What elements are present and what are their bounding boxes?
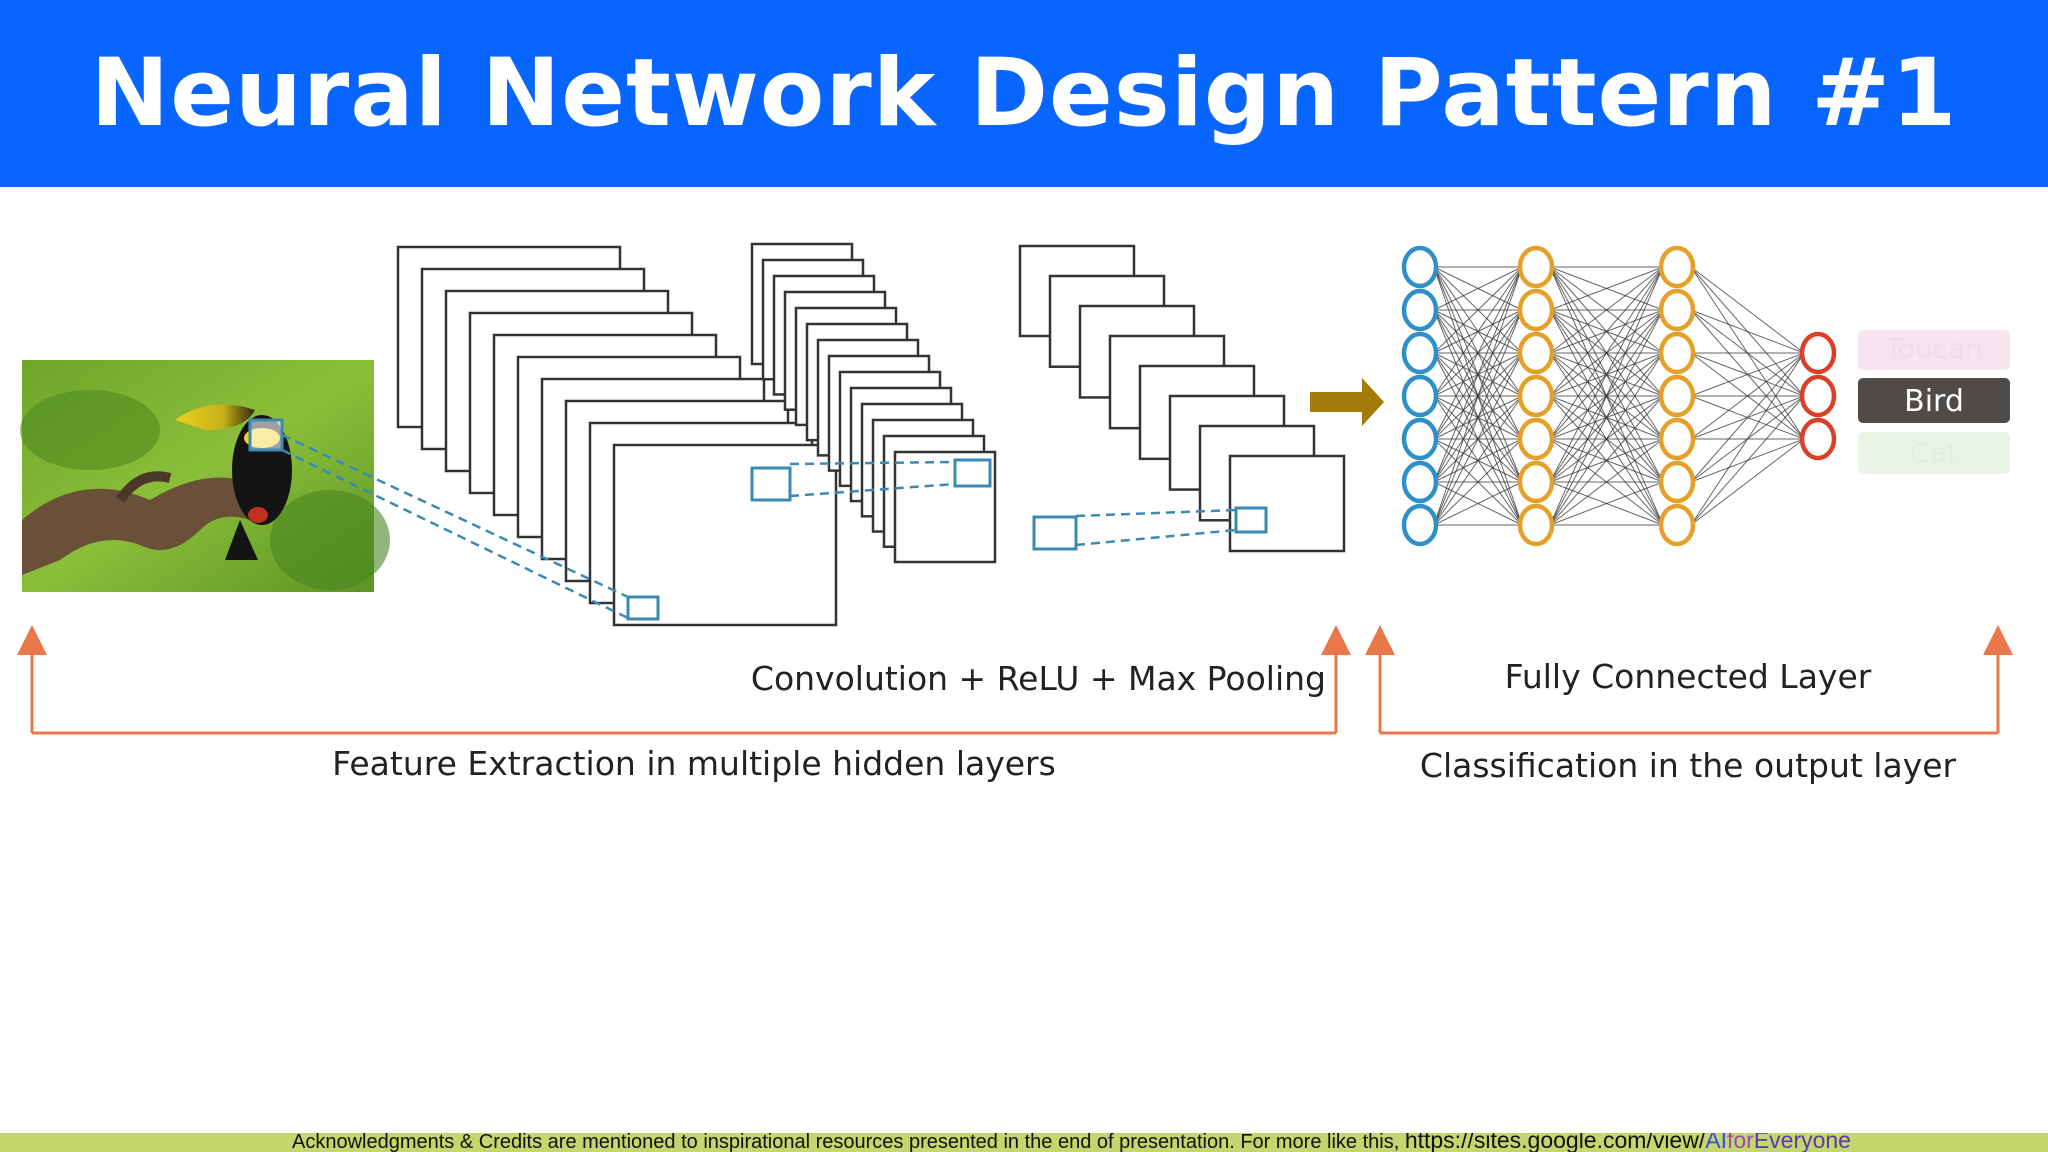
fc-connection — [1433, 266, 1523, 483]
input-neuron — [1401, 503, 1439, 547]
input-neuron — [1401, 460, 1439, 504]
fc-connection — [1433, 309, 1523, 526]
fc-connection — [1549, 266, 1664, 311]
fc-connection — [1690, 395, 1805, 526]
output-labels: Toucan Bird Cat — [1858, 330, 2010, 474]
input-image — [20, 360, 390, 592]
footer-link-ai[interactable]: AI — [1705, 1133, 1727, 1152]
fc-connection — [1690, 352, 1805, 440]
feature-extraction-bracket — [17, 625, 1351, 735]
footer-bar: Acknowledgments & Credits are mentioned … — [0, 1133, 2048, 1152]
fc-connection — [1549, 395, 1664, 526]
footer-link-prefix[interactable]: https://sites.google.com/view/ — [1404, 1133, 1706, 1152]
classification-bracket — [1365, 625, 2013, 735]
fc-connection — [1433, 266, 1523, 440]
fc-connection — [1549, 481, 1664, 526]
output-bird-label: Bird — [1904, 384, 1964, 419]
hidden-neuron — [1658, 374, 1696, 418]
fc-connection — [1433, 266, 1523, 526]
hidden-neuron — [1517, 503, 1555, 547]
fc-connection — [1433, 438, 1523, 526]
fc-connection — [1433, 266, 1523, 311]
footer-credits-text: Acknowledgments & Credits are mentioned … — [292, 1133, 1405, 1152]
feature-maps-layer-3 — [1018, 244, 1346, 553]
branch — [22, 471, 258, 575]
input-neuron — [1401, 245, 1439, 289]
hidden-neuron — [1517, 331, 1555, 375]
output-neuron — [1799, 417, 1837, 461]
output-cat-label: Cat — [1910, 436, 1958, 469]
feature-extraction-caption: Feature Extraction in multiple hidden la… — [332, 744, 1056, 783]
hidden-neuron — [1517, 245, 1555, 289]
fc-connections — [1433, 266, 1805, 526]
fc-connection — [1433, 481, 1523, 526]
hidden-neuron — [1517, 460, 1555, 504]
output-neuron — [1799, 374, 1837, 418]
output-cat-box — [1858, 432, 2010, 474]
hidden-neuron — [1658, 245, 1696, 289]
fc-connection — [1690, 352, 1805, 483]
feature-maps-layer-1 — [396, 245, 838, 627]
arrow-to-fc — [1310, 378, 1384, 426]
fc-connection — [1690, 352, 1805, 397]
output-neuron — [1799, 331, 1837, 375]
hidden-neuron — [1658, 417, 1696, 461]
fully-connected-network — [1401, 245, 1837, 547]
output-bird-box — [1858, 378, 2010, 423]
hidden-neuron — [1517, 374, 1555, 418]
fc-connection — [1433, 395, 1523, 526]
footer-link-for[interactable]: for — [1726, 1133, 1754, 1152]
hidden-neuron — [1658, 331, 1696, 375]
fc-connection — [1433, 266, 1523, 354]
fc-connection — [1433, 266, 1523, 397]
receptive-field-connections — [281, 433, 1268, 621]
fc-connection — [1690, 438, 1805, 526]
fc-connection — [1549, 266, 1664, 440]
fc-connection — [1690, 352, 1805, 526]
fc-connection — [1690, 309, 1805, 354]
feature-map — [1228, 454, 1346, 553]
output-toucan-label: Toucan — [1884, 332, 1983, 365]
input-neuron — [1401, 288, 1439, 332]
hidden-neuron — [1658, 460, 1696, 504]
cnn-diagram: Toucan Bird Cat Convolution + ReLU + Max… — [17, 242, 2013, 785]
toucan — [175, 404, 292, 560]
conv-label: Convolution + ReLU + Max Pooling — [751, 659, 1326, 698]
fc-label: Fully Connected Layer — [1505, 657, 1872, 696]
hidden-neuron — [1517, 417, 1555, 461]
fc-connection — [1690, 266, 1805, 354]
fc-connection — [1549, 309, 1664, 526]
footer-credits: Acknowledgments & Credits are mentioned … — [292, 1133, 1851, 1152]
feature-map — [612, 443, 838, 627]
feature-maps-layer-2 — [750, 242, 997, 564]
fc-connection — [1549, 266, 1664, 397]
output-toucan-box — [1858, 330, 2010, 370]
input-neuron — [1401, 417, 1439, 461]
fc-connection — [1433, 352, 1523, 526]
fc-connection — [1549, 266, 1664, 526]
input-neuron — [1401, 374, 1439, 418]
input-neuron — [1401, 331, 1439, 375]
hidden-neuron — [1517, 288, 1555, 332]
fc-connection — [1549, 266, 1664, 483]
receptive-field-input — [248, 418, 284, 452]
hidden-neuron — [1658, 288, 1696, 332]
hidden-neuron — [1658, 503, 1696, 547]
title-bar: Neural Network Design Pattern #1 — [0, 0, 2048, 187]
fc-connection — [1549, 438, 1664, 526]
fc-connection — [1549, 266, 1664, 354]
slide-title: Neural Network Design Pattern #1 — [90, 39, 1958, 148]
fc-connection — [1549, 352, 1664, 526]
footer-link-everyone[interactable]: Everyone — [1753, 1133, 1851, 1152]
classification-caption: Classification in the output layer — [1420, 746, 1957, 785]
